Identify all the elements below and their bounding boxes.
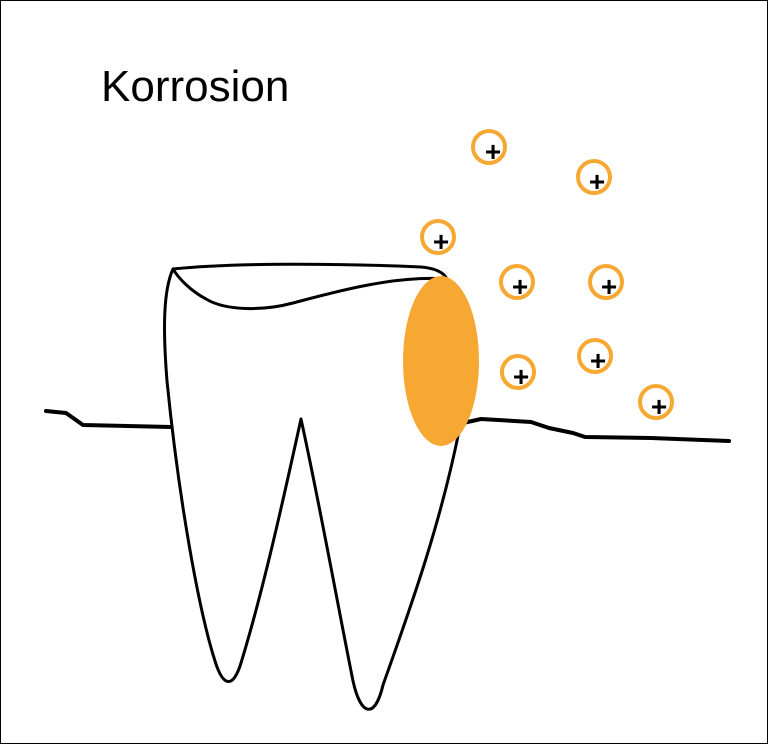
ion-plus-sign: + (589, 166, 605, 197)
ion-plus-sign: + (513, 361, 529, 392)
positive-ion: + (501, 266, 533, 302)
ion-plus-sign: + (601, 271, 617, 302)
positive-ion: + (473, 131, 505, 167)
ion-plus-sign: + (651, 391, 667, 422)
corrosion-spot (403, 276, 479, 446)
positive-ion: + (640, 386, 672, 422)
positive-ion: + (578, 161, 610, 197)
positive-ion: + (502, 356, 534, 392)
ion-plus-sign: + (590, 345, 606, 376)
gum-line (46, 411, 729, 441)
positive-ion: + (590, 266, 622, 302)
positive-ion: + (422, 221, 454, 257)
ion-plus-sign: + (512, 271, 528, 302)
positive-ion: + (579, 340, 611, 376)
ion-plus-sign: + (433, 226, 449, 257)
ion-plus-sign: + (485, 136, 501, 167)
